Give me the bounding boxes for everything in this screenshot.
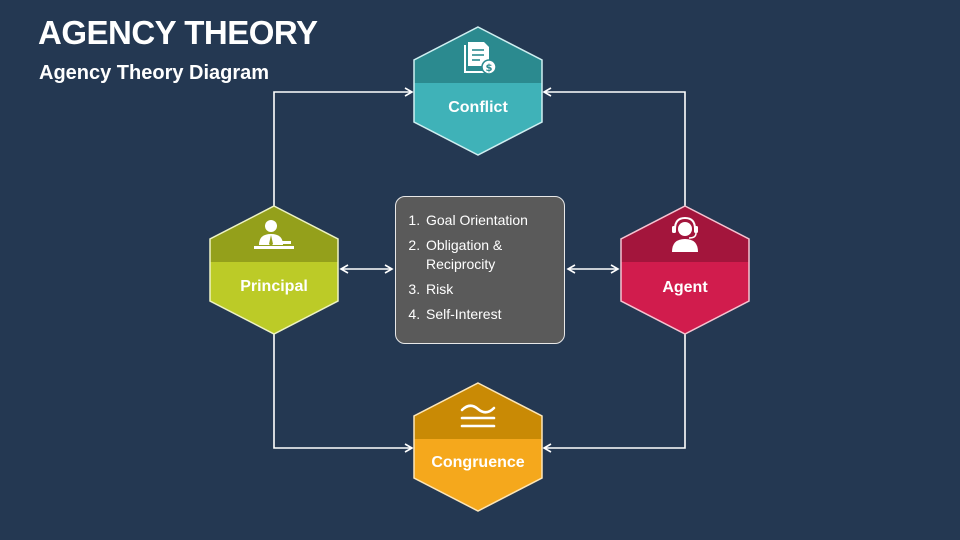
slide-title: AGENCY THEORY bbox=[38, 14, 318, 51]
headset-agent-icon bbox=[672, 216, 698, 252]
document-dollar-icon: $ bbox=[464, 42, 497, 75]
principal-node: Principal bbox=[209, 205, 339, 335]
svg-text:$: $ bbox=[486, 63, 493, 74]
congruence-node: Congruence bbox=[413, 382, 543, 512]
agent-node: Agent bbox=[620, 205, 750, 335]
conflict-hex-bottom bbox=[414, 83, 542, 155]
factor-item: Self-Interest bbox=[424, 305, 564, 324]
factor-item: Obligation & Reciprocity bbox=[424, 236, 564, 274]
businessman-desk-icon bbox=[254, 220, 294, 249]
slide-subtitle: Agency Theory Diagram bbox=[39, 62, 270, 84]
congruence-label: Congruence bbox=[431, 454, 524, 471]
approximately-equal-icon bbox=[460, 404, 496, 428]
factors-box: Goal Orientation Obligation & Reciprocit… bbox=[395, 196, 565, 344]
agent-label: Agent bbox=[662, 279, 708, 296]
congruence-hex-bottom bbox=[414, 439, 542, 511]
principal-hex-top bbox=[210, 206, 338, 262]
principal-hex-bottom bbox=[210, 262, 338, 334]
connector-agent-congruence bbox=[542, 334, 686, 453]
congruence-hex-top bbox=[414, 383, 542, 439]
agent-hex-bottom bbox=[621, 262, 749, 334]
principal-label: Principal bbox=[240, 278, 308, 295]
factors-list: Goal Orientation Obligation & Reciprocit… bbox=[396, 197, 564, 324]
connectors bbox=[273, 87, 686, 453]
conflict-label: Conflict bbox=[448, 99, 508, 116]
connector-principal-congruence bbox=[273, 334, 414, 453]
factor-item: Risk bbox=[424, 280, 564, 299]
connector-principal-conflict bbox=[273, 87, 414, 206]
conflict-node: $ Conflict bbox=[413, 26, 543, 156]
factor-item: Goal Orientation bbox=[424, 211, 564, 230]
connector-agent-conflict bbox=[542, 87, 686, 206]
